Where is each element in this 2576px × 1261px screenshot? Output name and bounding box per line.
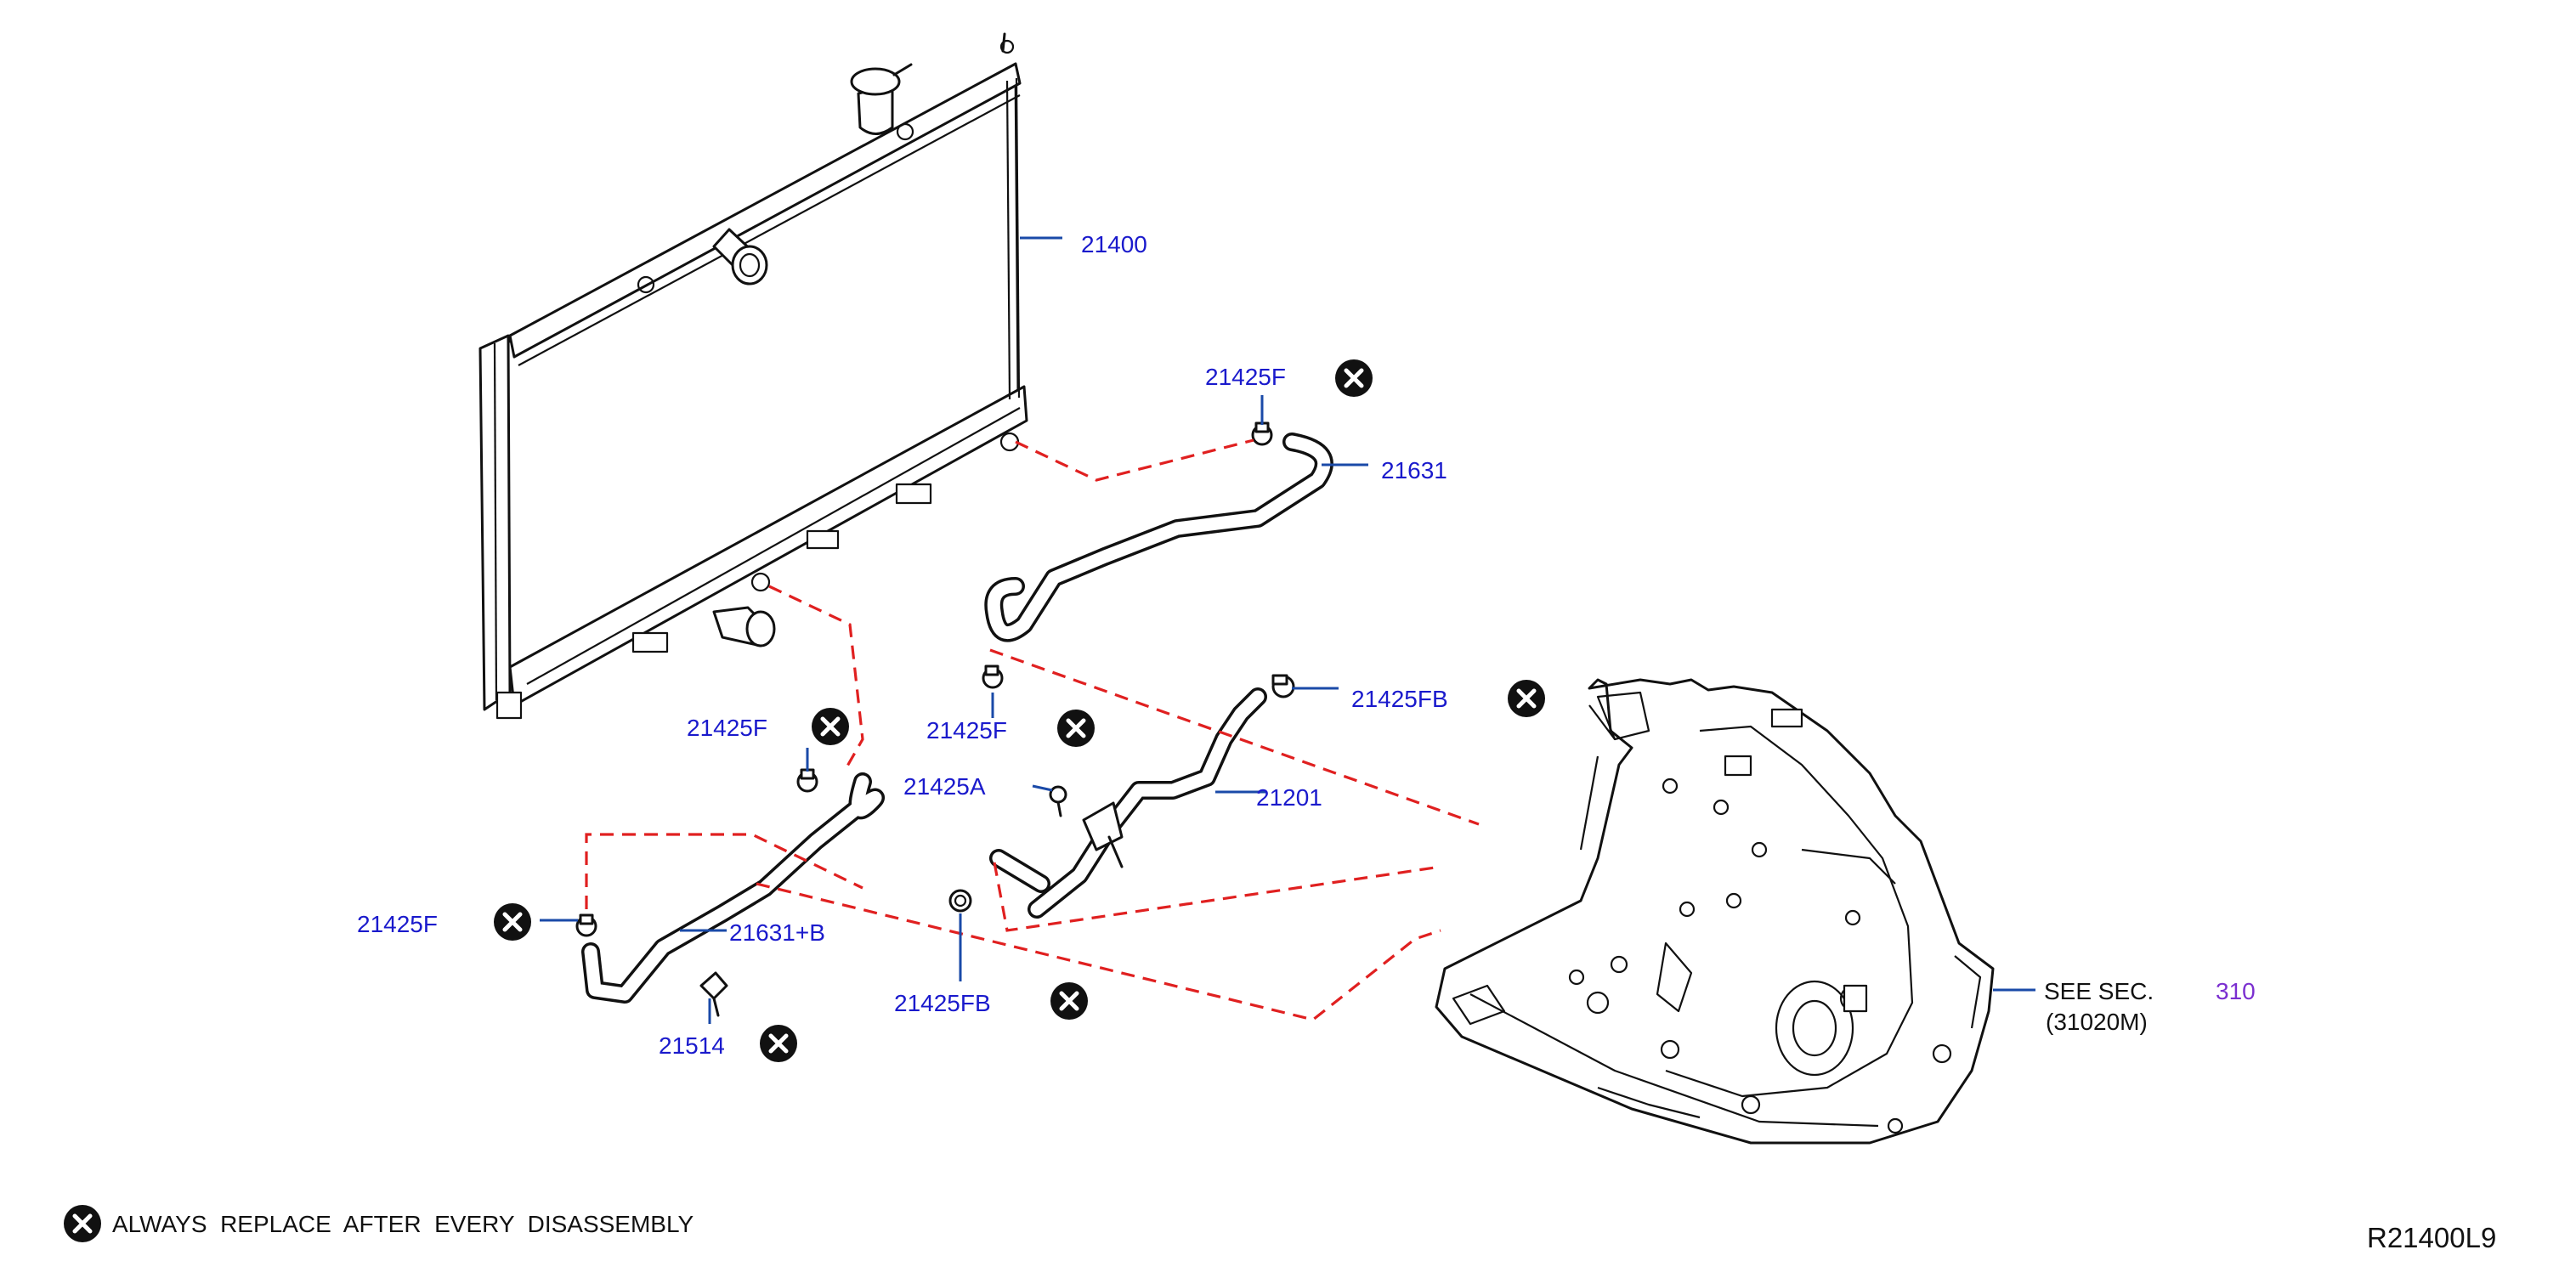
x-circle-icon bbox=[760, 1025, 797, 1062]
label-21400: 21400 bbox=[1081, 231, 1147, 257]
see-section-ref: SEE SEC. 310 (31020M) bbox=[2044, 978, 2256, 1035]
hose-21201 bbox=[989, 687, 1267, 919]
diagram-code: R21400L9 bbox=[2367, 1222, 2496, 1253]
x-circle-icon bbox=[1050, 982, 1088, 1020]
clamp-21425a bbox=[1049, 785, 1067, 817]
see-sec-code: (31020M) bbox=[2046, 1009, 2148, 1035]
x-circle-icon bbox=[1335, 359, 1373, 397]
label-21425fb-bottom: 21425FB bbox=[894, 990, 991, 1016]
x-circle-icon bbox=[64, 1205, 101, 1242]
leader-lines bbox=[540, 236, 2035, 1024]
label-21425f-mid: 21425F bbox=[926, 717, 1007, 744]
label-21425f-top: 21425F bbox=[1205, 364, 1286, 390]
x-circle-icon bbox=[1057, 710, 1095, 747]
label-21631-b: 21631+B bbox=[729, 919, 825, 946]
legend-text: ALWAYS REPLACE AFTER EVERY DISASSEMBLY bbox=[112, 1211, 694, 1237]
clip-21514 bbox=[699, 971, 728, 1017]
radiator bbox=[478, 32, 1028, 720]
label-21425a: 21425A bbox=[903, 773, 986, 800]
clamp-21425fb-right bbox=[1271, 674, 1295, 698]
x-circle-icon bbox=[1508, 680, 1545, 717]
label-21201: 21201 bbox=[1256, 784, 1322, 811]
clamp-21425fb-bottom bbox=[948, 889, 972, 913]
x-circle-icon bbox=[812, 708, 849, 745]
dashed-connectors bbox=[585, 438, 1480, 1021]
legend: ALWAYS REPLACE AFTER EVERY DISASSEMBLY bbox=[64, 1205, 694, 1242]
label-21425f-left-upper: 21425F bbox=[687, 715, 767, 741]
label-21425fb-right: 21425FB bbox=[1351, 686, 1448, 712]
label-21425f-left: 21425F bbox=[357, 911, 438, 937]
clamp-21425f-mid bbox=[982, 664, 1004, 689]
label-21514: 21514 bbox=[659, 1032, 725, 1059]
clamp-21425f-top bbox=[1251, 421, 1273, 446]
see-sec-number: 310 bbox=[2216, 978, 2256, 1004]
clamp-21425f-left bbox=[575, 913, 597, 937]
hose-21631-b bbox=[581, 772, 885, 1004]
hose-21631 bbox=[984, 433, 1333, 642]
x-circle-icon bbox=[494, 903, 531, 941]
clamp-21425f-left-upper bbox=[796, 768, 818, 793]
see-sec-text: SEE SEC. bbox=[2044, 978, 2154, 1004]
transmission-case bbox=[1435, 678, 1995, 1145]
label-21631: 21631 bbox=[1381, 457, 1447, 483]
